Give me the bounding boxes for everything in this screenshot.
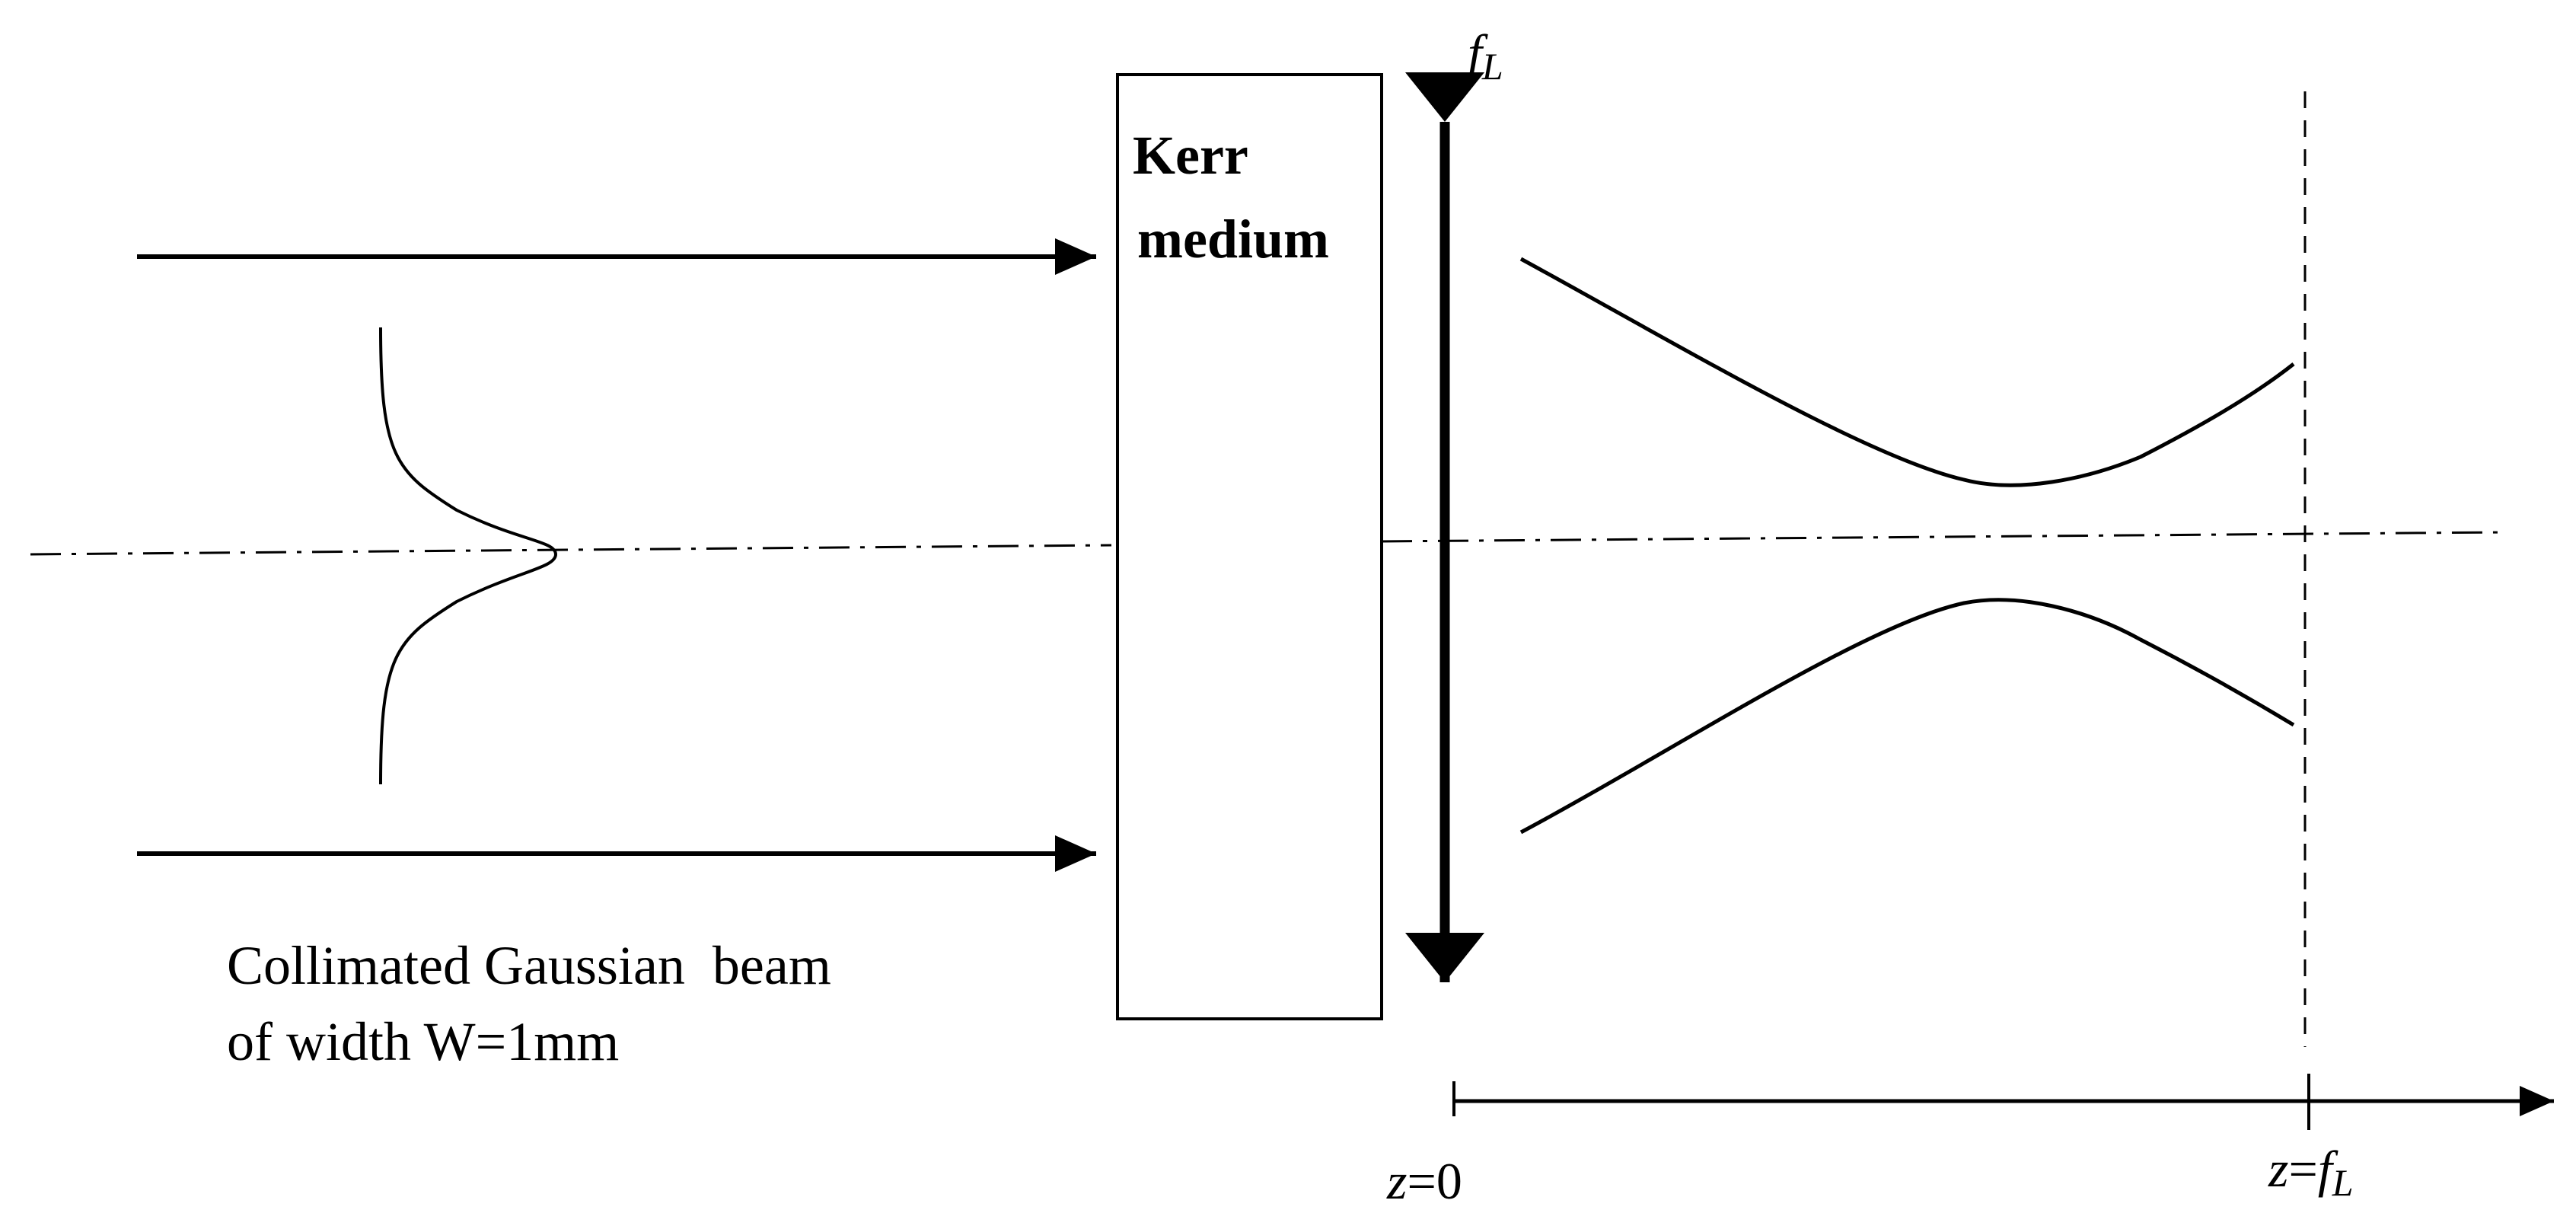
kerr-medium-label-line2: medium: [1137, 209, 1329, 270]
z-focal-label: z=fL: [2268, 1140, 2354, 1204]
beam-caption-line1: Collimated Gaussian beam: [227, 935, 831, 996]
beam-envelope-top: [1519, 257, 2295, 487]
kerr-medium-label-line1: Kerr: [1133, 125, 1248, 186]
kerr-medium-box: [1116, 73, 1383, 1020]
beam-envelope-bottom: [1519, 598, 2295, 835]
beam-caption-line2: of width W=1mm: [227, 1011, 619, 1072]
optical-axis-right: [1381, 531, 2505, 543]
lens-focal-label: fL: [1468, 24, 1503, 88]
optical-axis-left: [30, 544, 1112, 556]
z-origin-label: z=0: [1386, 1152, 1462, 1210]
gaussian-profile-curve: [379, 327, 558, 785]
